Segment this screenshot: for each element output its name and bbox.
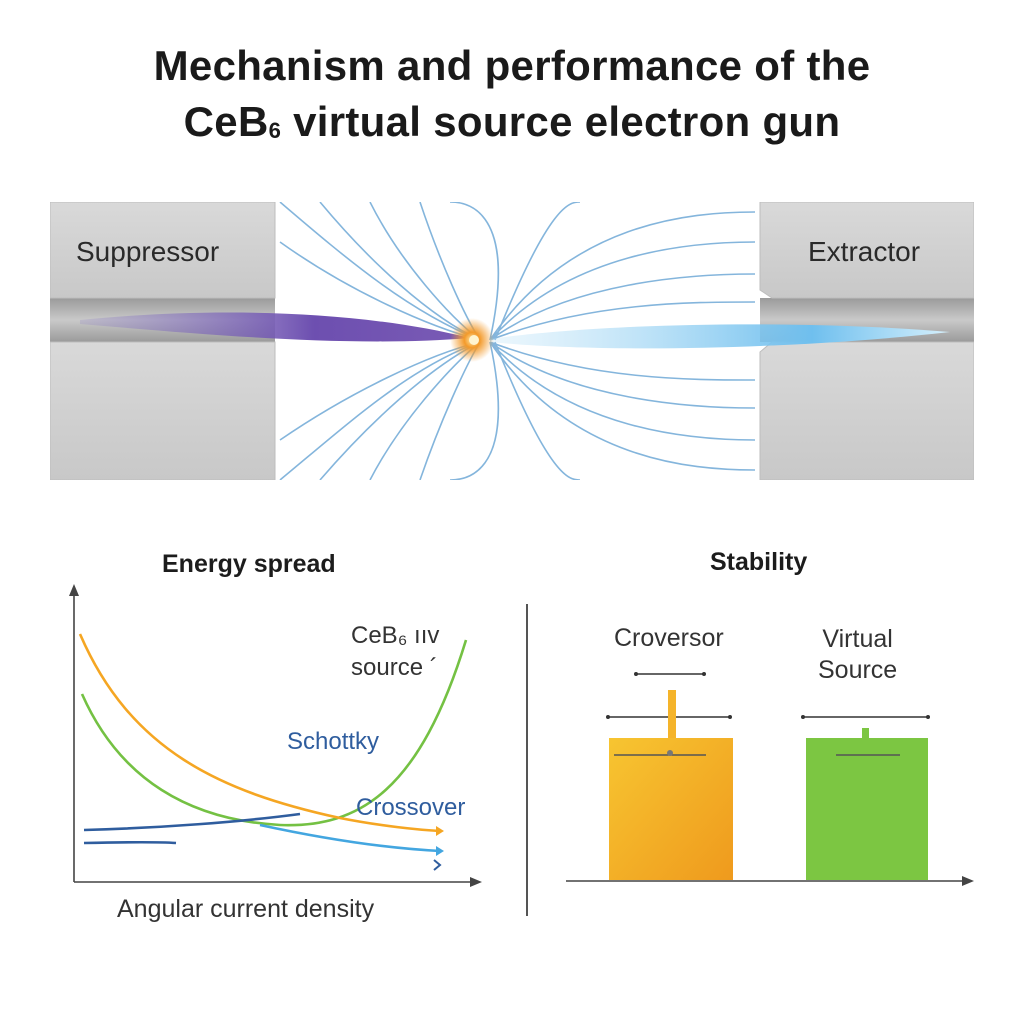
energy-x-arrow: [470, 877, 482, 887]
croversor-label: Croversor: [614, 624, 724, 652]
schottky-label: Schottky: [287, 728, 380, 755]
stability-chart-title: Stability: [710, 548, 808, 576]
ceb6-label-line1: CeB₆ ııv: [351, 622, 440, 649]
extractor-label: Extractor: [808, 236, 921, 267]
schottky-curve: [83, 812, 301, 832]
extractor-lower: [759, 341, 974, 480]
crossover-label: Crossover: [356, 794, 466, 821]
incoming-beam: [80, 312, 470, 342]
energy-chart-title: Energy spread: [162, 550, 336, 578]
ceb6-label-line2: source ´: [351, 654, 438, 681]
crossover-cyan-curve: [259, 823, 441, 853]
virtual-source-label: Virtual Source: [818, 624, 897, 686]
ceb6-source-curve: [80, 639, 468, 827]
stability-chart: [566, 672, 974, 886]
title-subscript: 6: [268, 118, 282, 143]
virtual-source-bar: [806, 738, 928, 880]
emission-point: [469, 335, 479, 345]
energy-x-label: Angular current density: [117, 895, 375, 923]
bar1-error-stem: [668, 690, 676, 740]
stability-x-arrow: [962, 876, 974, 886]
electron-gun-diagram: Suppressor Extractor: [50, 202, 974, 480]
suppressor-upper: [50, 202, 276, 299]
title-rest: virtual source electron gun: [281, 98, 841, 145]
gun-illustration: [50, 202, 974, 480]
energy-y-arrow: [69, 584, 79, 596]
energy-chart: [69, 584, 482, 887]
suppressor-lower: [50, 341, 276, 480]
title-line-2: CeB6 virtual source electron gun: [0, 94, 1024, 157]
ceb6-source-label: CeB₆ ııv source ´: [351, 620, 439, 684]
page-title: Mechanism and performance of the CeB6 vi…: [0, 38, 1024, 157]
virtual-label-line2: Source: [818, 656, 898, 684]
cyan-arrowhead: [436, 846, 444, 856]
blue-tick-mark: [433, 859, 442, 871]
chart-divider: [526, 604, 528, 916]
orange-arrowhead: [436, 826, 444, 836]
suppressor-label: Suppressor: [76, 236, 220, 267]
outgoing-beam: [490, 324, 950, 349]
croversor-bar: [609, 738, 733, 880]
crossover-orange-curve: [78, 633, 441, 833]
schottky-curve-2: [83, 840, 177, 845]
virtual-label-line1: Virtual: [822, 625, 893, 653]
extractor-upper: [759, 202, 974, 299]
bar2-error-stem: [862, 728, 869, 742]
title-ceb: CeB: [183, 98, 269, 145]
title-line-1: Mechanism and performance of the: [153, 42, 871, 89]
